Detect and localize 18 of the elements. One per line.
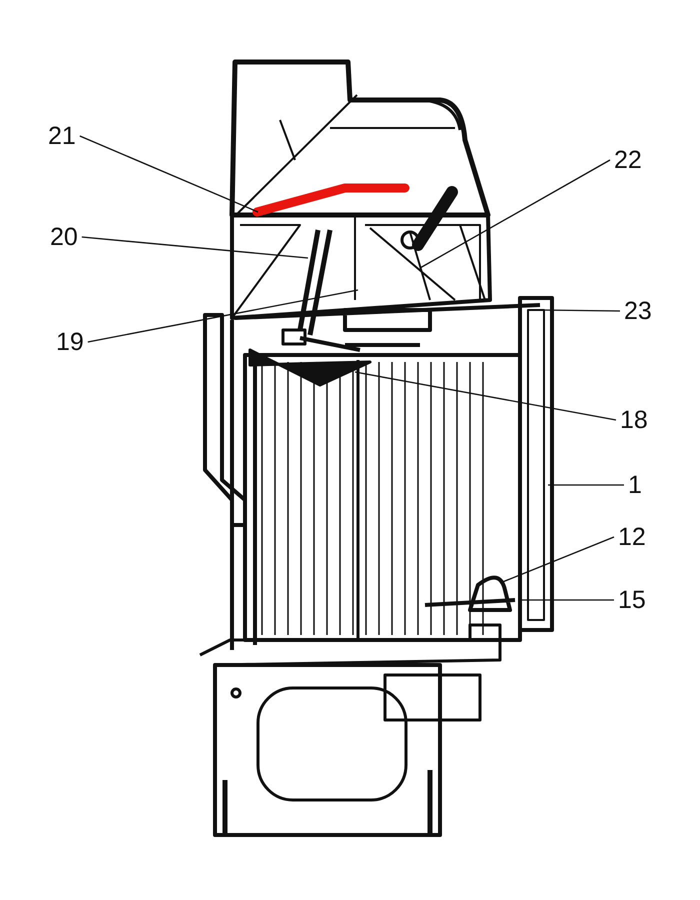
leader-line (540, 309, 620, 312)
leader-line (500, 536, 614, 584)
callout-number: 12 (618, 523, 646, 551)
leader-line (82, 236, 308, 259)
callout-number: 20 (50, 223, 78, 251)
leader-line (520, 599, 614, 601)
callout-number: 22 (614, 146, 642, 174)
leader-line (548, 484, 624, 486)
callout-number: 18 (620, 406, 648, 434)
callout-number: 23 (624, 297, 652, 325)
leader-line (420, 159, 610, 269)
leader-line (354, 371, 616, 421)
callout-number: 15 (618, 586, 646, 614)
leader-line (80, 135, 258, 213)
callout-number: 19 (56, 328, 84, 356)
leader-line (88, 289, 358, 343)
callout-number: 1 (628, 471, 642, 499)
callout-number: 21 (48, 122, 76, 150)
